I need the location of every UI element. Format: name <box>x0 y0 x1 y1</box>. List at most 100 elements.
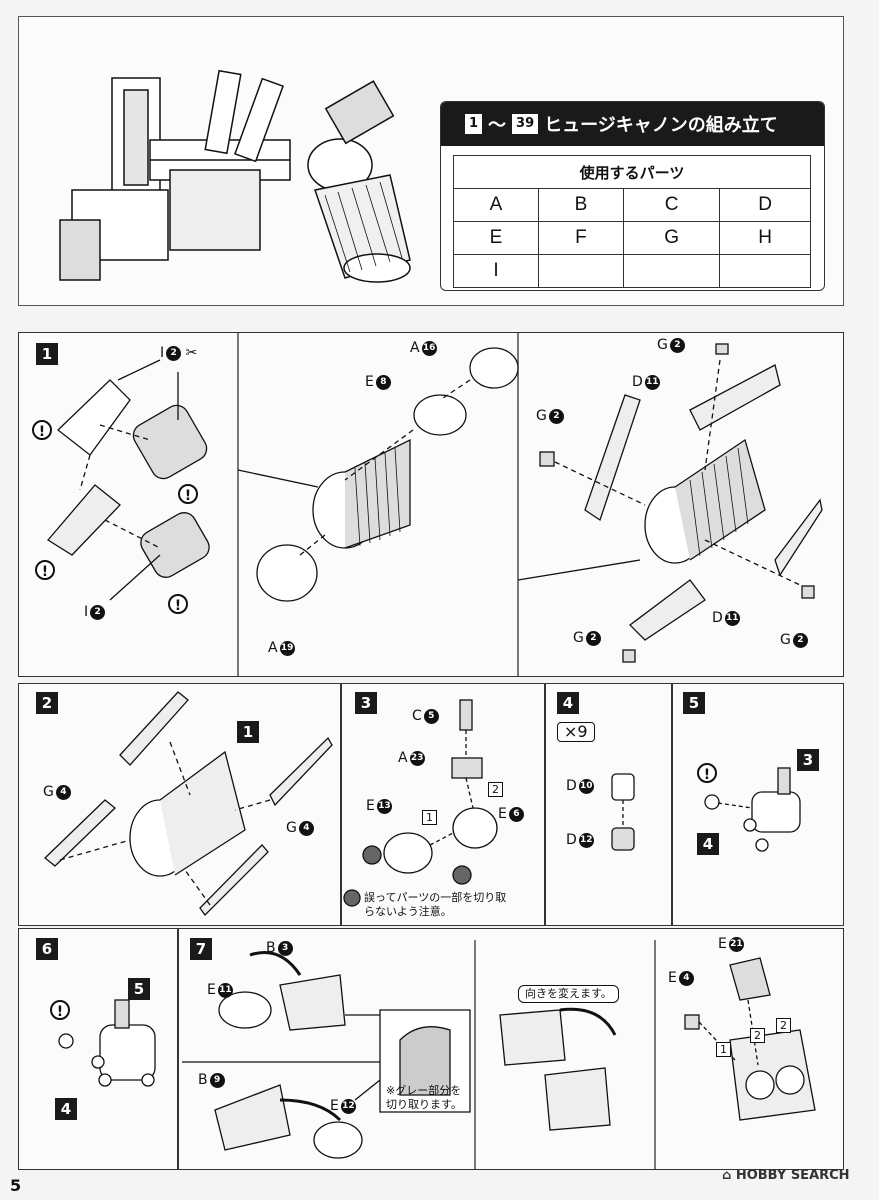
parts-list-box: 1 〜 39 ヒュージキャノンの組み立て 使用するパーツ A B C D E F… <box>440 101 825 291</box>
label-letter: B <box>266 940 276 956</box>
label-letter: E <box>330 1098 339 1114</box>
step4-count: ×9 <box>557 722 595 742</box>
step2-ref-badge: 1 <box>237 721 259 743</box>
label-number: 4 <box>55 784 71 800</box>
label-letter: E <box>366 798 375 814</box>
nipper-icon: ✂ <box>185 345 198 361</box>
order-box-2b: 2 <box>776 1018 791 1033</box>
label-number: 2 <box>792 632 808 648</box>
warning-icon: ! <box>35 560 55 580</box>
parts-cell <box>622 254 721 288</box>
parts-cell: F <box>537 221 624 255</box>
warning-icon: ! <box>50 1000 70 1020</box>
label-letter: G <box>573 630 584 646</box>
parts-cell: H <box>719 221 811 255</box>
step7-number: 7 <box>190 938 212 960</box>
label-number: 4 <box>678 970 694 986</box>
label-letter: E <box>498 806 507 822</box>
step3-caution-note: 誤ってパーツの一部を切り取らないよう注意。 <box>364 891 507 918</box>
step5-number: 5 <box>683 692 705 714</box>
label-number: 2 <box>585 630 601 646</box>
step6-number: 6 <box>36 938 58 960</box>
step4-number: 4 <box>557 692 579 714</box>
title-text: ヒュージキャノンの組み立て <box>544 115 778 136</box>
label-number: 12 <box>340 1098 356 1114</box>
order-box-1: 1 <box>716 1042 731 1057</box>
label-letter: A <box>268 640 278 656</box>
label-letter: G <box>43 784 54 800</box>
label-letter: D <box>566 832 577 848</box>
label-number: 2 <box>548 408 564 424</box>
label-number: 2 <box>166 345 182 361</box>
step7-cut-callout: ※グレー部分を切り取ります。 <box>386 1084 462 1111</box>
label-number: 2 <box>669 337 685 353</box>
label-letter: E <box>207 982 216 998</box>
label-letter: D <box>712 610 723 626</box>
warning-icon: ! <box>697 763 717 783</box>
label-letter: G <box>286 820 297 836</box>
title-tilde: 〜 <box>488 115 507 136</box>
label-letter: D <box>632 374 643 390</box>
label-number: 6 <box>508 806 524 822</box>
step5-ref4-badge: 4 <box>697 833 719 855</box>
label-letter: G <box>780 632 791 648</box>
order-box-2: 2 <box>750 1028 765 1043</box>
parts-cell: E <box>453 221 539 255</box>
logo-text: HOBBY SEARCH <box>735 1168 850 1183</box>
label-number: 12 <box>578 832 594 848</box>
label-number: 11 <box>644 374 660 390</box>
parts-cell: I <box>453 254 539 288</box>
label-letter: E <box>365 374 374 390</box>
label-letter: I <box>84 604 89 620</box>
label-number: 5 <box>423 708 439 724</box>
label-letter: I <box>160 345 165 361</box>
logo-icon: ⌂ <box>722 1168 736 1183</box>
label-letter: C <box>412 708 422 724</box>
label-number: 13 <box>376 798 392 814</box>
step2-number: 2 <box>36 692 58 714</box>
title-step-end: 39 <box>512 114 539 134</box>
label-number: 8 <box>375 374 391 390</box>
label-letter: E <box>668 970 677 986</box>
step5-ref-badge: 3 <box>797 749 819 771</box>
page-number: 5 <box>10 1176 22 1195</box>
parts-table-header: 使用するパーツ <box>453 155 811 189</box>
label-letter: D <box>566 778 577 794</box>
label-number: 19 <box>279 640 295 656</box>
title-step-start: 1 <box>465 114 483 134</box>
order-box-1: 1 <box>422 810 437 825</box>
order-box-2: 2 <box>488 782 503 797</box>
parts-cell <box>719 254 811 288</box>
section-title: 1 〜 39 ヒュージキャノンの組み立て <box>441 102 824 146</box>
parts-table: 使用するパーツ A B C D E F G H I <box>453 155 811 288</box>
step1-number: 1 <box>36 343 58 365</box>
step6-ref4-badge: 4 <box>55 1098 77 1120</box>
step7-turn-callout: 向きを変えます。 <box>518 985 619 1003</box>
label-letter: A <box>410 340 420 356</box>
